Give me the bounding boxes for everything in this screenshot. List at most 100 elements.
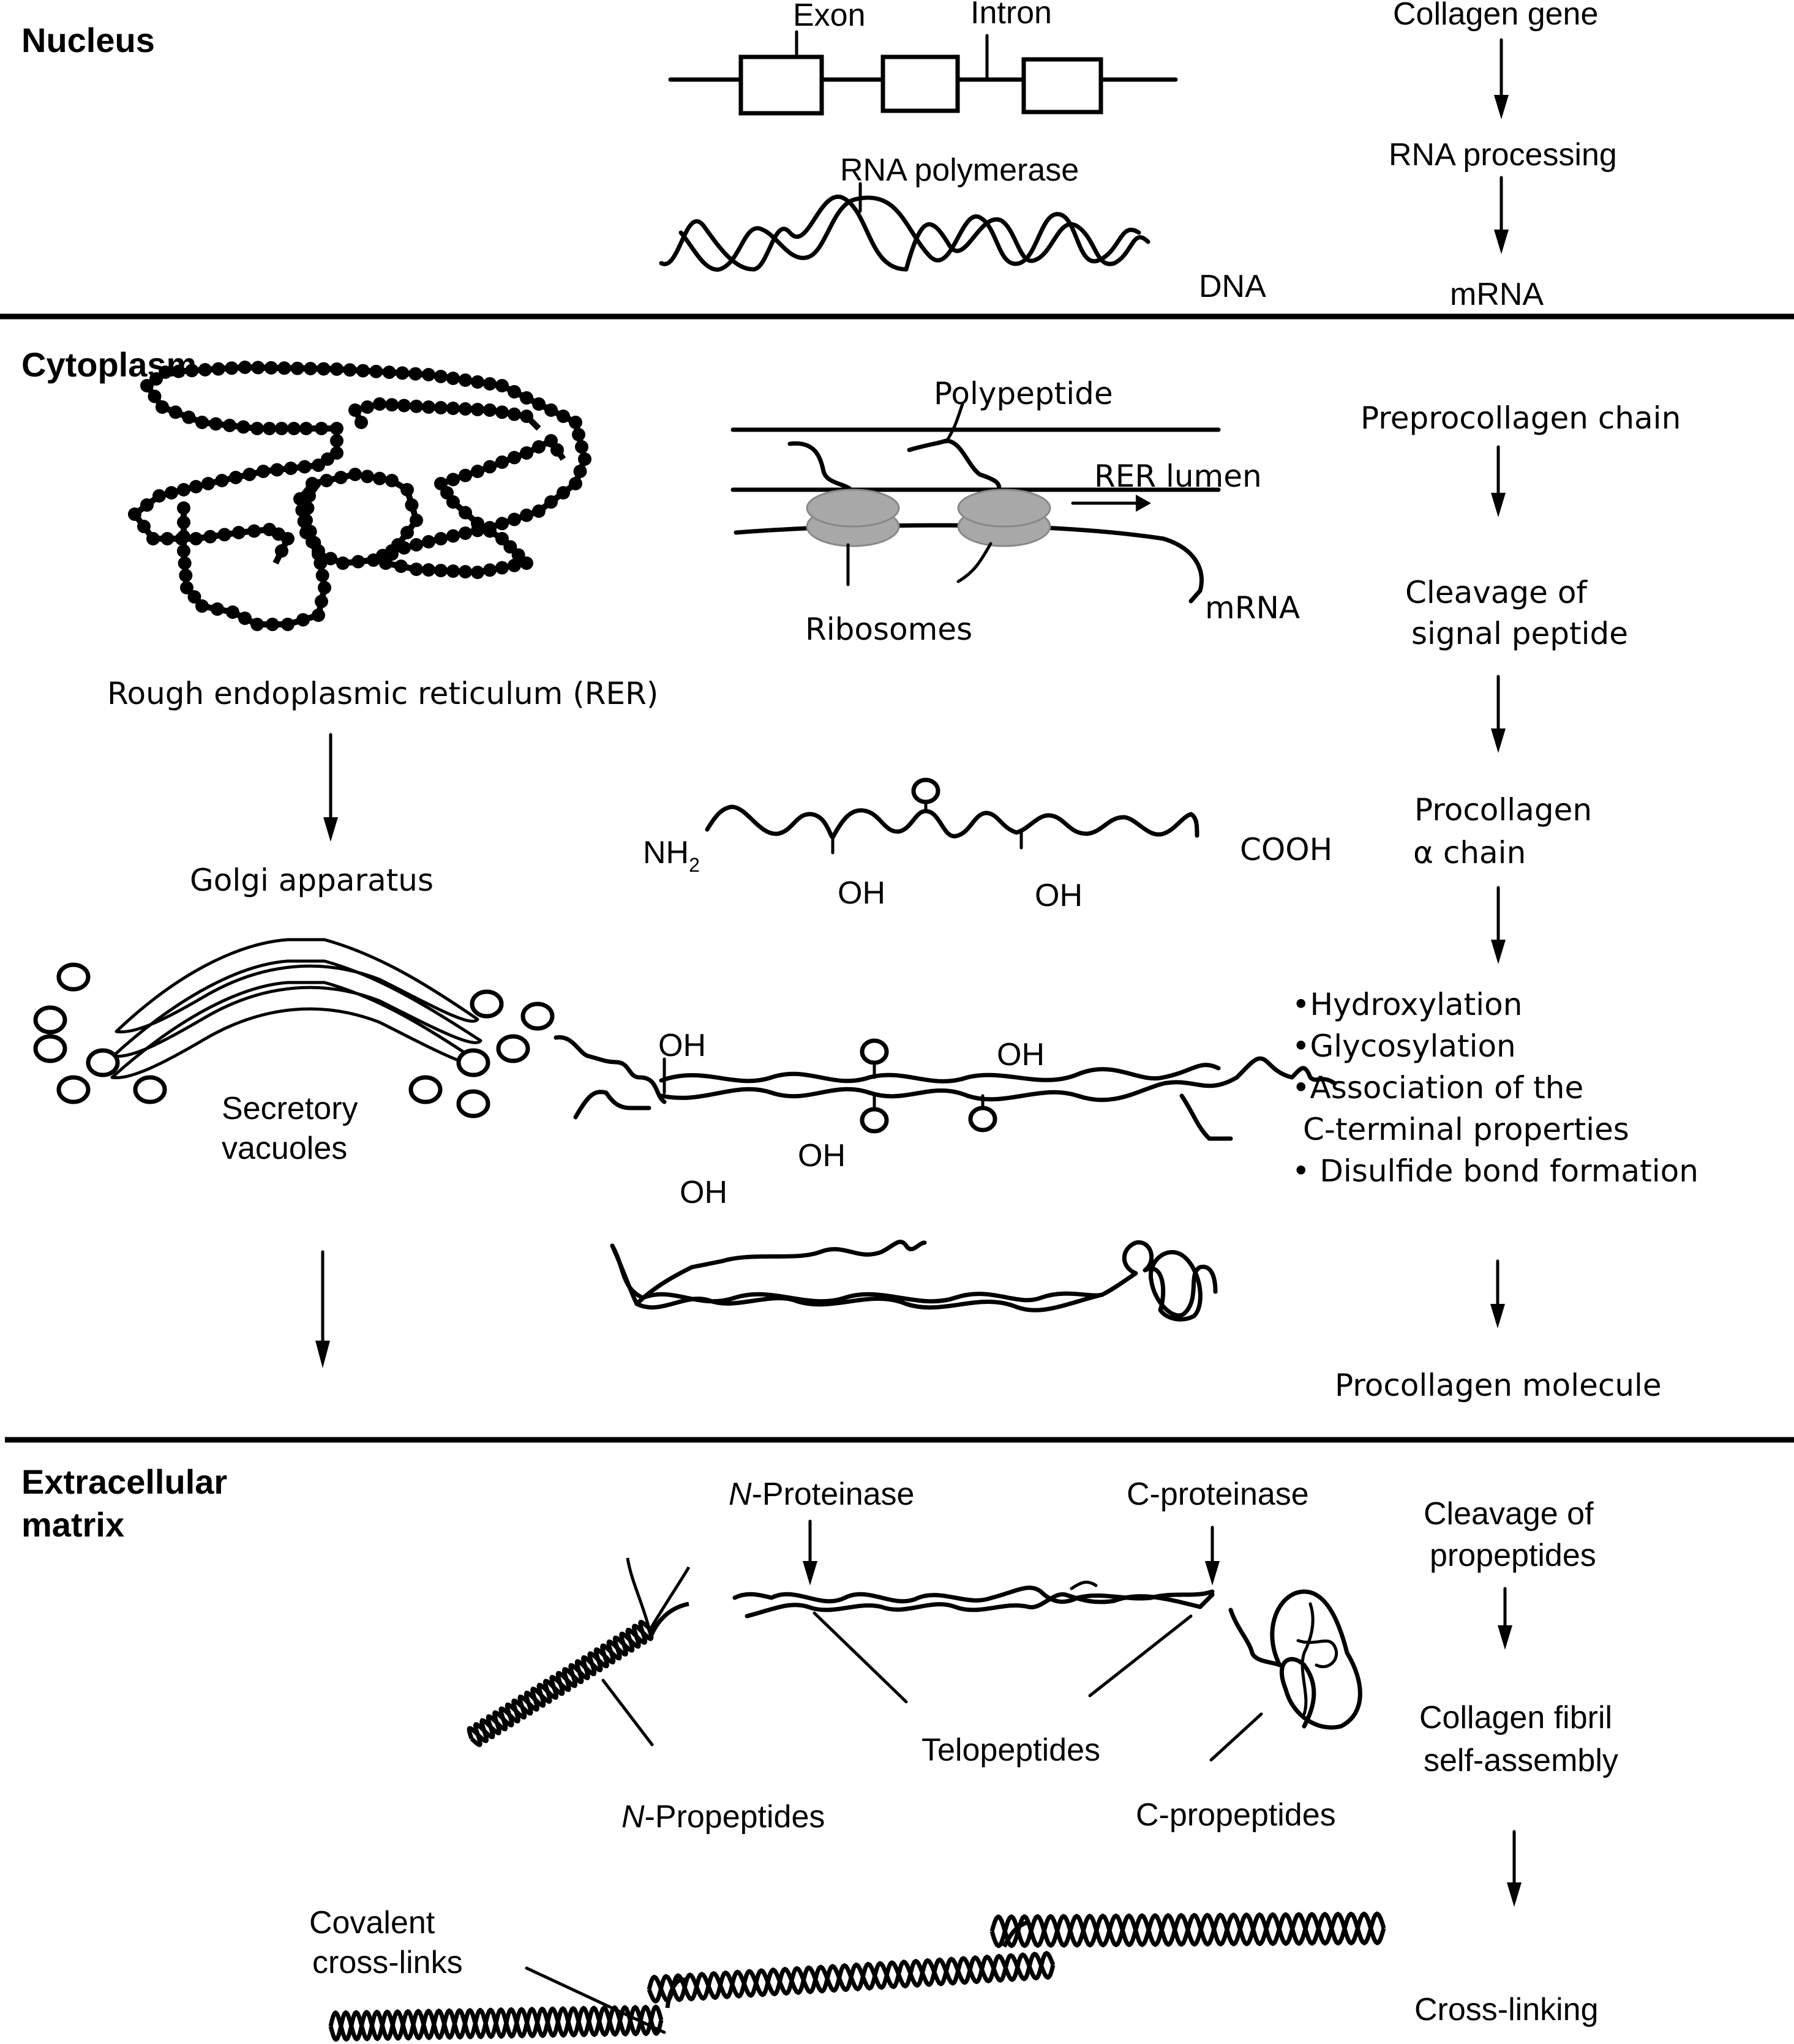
rer-bead [330,434,343,447]
pathway-step: signal peptide [1411,616,1628,651]
vacuole [456,1048,490,1077]
rer-bead [446,402,460,415]
fibril-strand [328,2005,664,2042]
pathway-step: •Association of the [1292,1070,1583,1106]
label-covalent-2: cross-links [312,1945,463,1980]
rer-bead [296,613,310,627]
direction-arrow-icon [1071,495,1151,512]
rer-bead [446,372,460,385]
rer-bead [495,455,509,469]
rer-bead [397,399,411,413]
label-covalent-1: Covalent [309,1905,435,1941]
cross-link-leader-line [525,1966,666,2034]
rer-bead [434,401,448,414]
rer-bead [356,364,370,378]
arrow-c-proteinase [1205,1526,1220,1585]
pathway-step: mRNA [1450,277,1544,312]
label-intron: Intron [970,0,1052,31]
rer-bead [281,618,295,631]
rer-bead [209,417,223,431]
label-oh: OH [658,1028,706,1063]
rer-bead [295,503,309,517]
rer-bead [495,405,509,419]
rer-bead [483,403,497,417]
n-propeptide-tail [647,1601,689,1642]
ribosome [806,489,900,547]
label-c-propeptides: C-propeptides [1136,1797,1336,1833]
rer-bead [495,379,509,392]
rer-bead [299,422,313,435]
vacuole [33,1034,67,1063]
label-polypeptide: Polypeptide [934,376,1113,411]
exon-box [880,54,960,113]
ribosome-leader-line [956,542,993,583]
label-secretory-2: vacuoles [222,1131,347,1166]
pathway-step: Procollagen molecule [1335,1368,1662,1403]
rer-bead [304,362,318,376]
n-propeptide-tail [626,1557,651,1629]
rer-bead [165,486,178,500]
rer-bead [532,397,546,411]
rer-bead [336,556,350,570]
rer-bead [422,535,435,548]
rer-bead [203,530,217,544]
rer-bead [293,492,307,506]
label-n-propeptides: N-Propeptides [621,1799,825,1835]
collagen-triple-helix [732,1581,1215,1619]
rer-bead [177,530,190,544]
telopeptide-leader-lines [601,1611,1263,1762]
rer-bead [394,560,408,573]
fibril-strand [647,1952,1056,2003]
pathway-step: Preprocollagen chain [1361,400,1681,436]
pathway-step: C-terminal properties [1303,1112,1629,1147]
rer-bead [520,410,533,423]
rer-bead [422,368,435,381]
rer-bead [573,465,587,478]
cross-link [1002,1920,1030,1948]
rer-bead [367,553,380,567]
rer-bead [211,602,224,616]
rer-bead [178,556,192,570]
pathway-arrow [1491,675,1506,753]
rer-bead [396,366,410,380]
rer-bead [400,483,414,496]
pathway-arrow [1494,176,1509,254]
rer-bead [187,590,201,604]
section-nucleus: Nucleus [21,21,155,59]
rer-bead [284,462,298,475]
rer-bead [236,420,250,434]
label-rer-lumen: RER lumen [1094,459,1262,494]
rer-bead [189,532,203,545]
rer-bead [266,618,279,631]
rer-bead [290,361,304,375]
rer-bead [351,555,365,569]
rer-bead [318,581,331,594]
rer-bead [247,524,261,538]
rer-bead [185,364,199,378]
ribosome [957,489,1051,547]
rer-bead [508,451,521,465]
rer-bead [557,486,570,500]
vacuole [456,1089,490,1118]
rer-bead [270,463,284,477]
pathway-arrow [1498,1587,1512,1650]
vacuole [408,1075,443,1104]
rer-bead [373,397,386,411]
pathway-column: Collagen gene RNA processing mRNA Prepro… [1292,0,1698,2027]
vacuole [496,1034,530,1063]
secretory-vacuoles [33,962,555,1118]
exon-box [1021,57,1103,114]
rer-bead [508,407,521,421]
rer-bead [226,605,239,619]
rer-bead [410,563,423,576]
rer-bead [483,377,497,391]
rer-bead [446,564,460,578]
pathway-step: Collagen fibril [1419,1700,1612,1735]
rer-bead [459,506,472,520]
label-oh: OH [997,1037,1045,1073]
rer-bead [287,422,301,435]
label-nh2: NH2 [643,835,700,876]
rer-bead [520,556,533,570]
rer-bead [177,515,190,530]
